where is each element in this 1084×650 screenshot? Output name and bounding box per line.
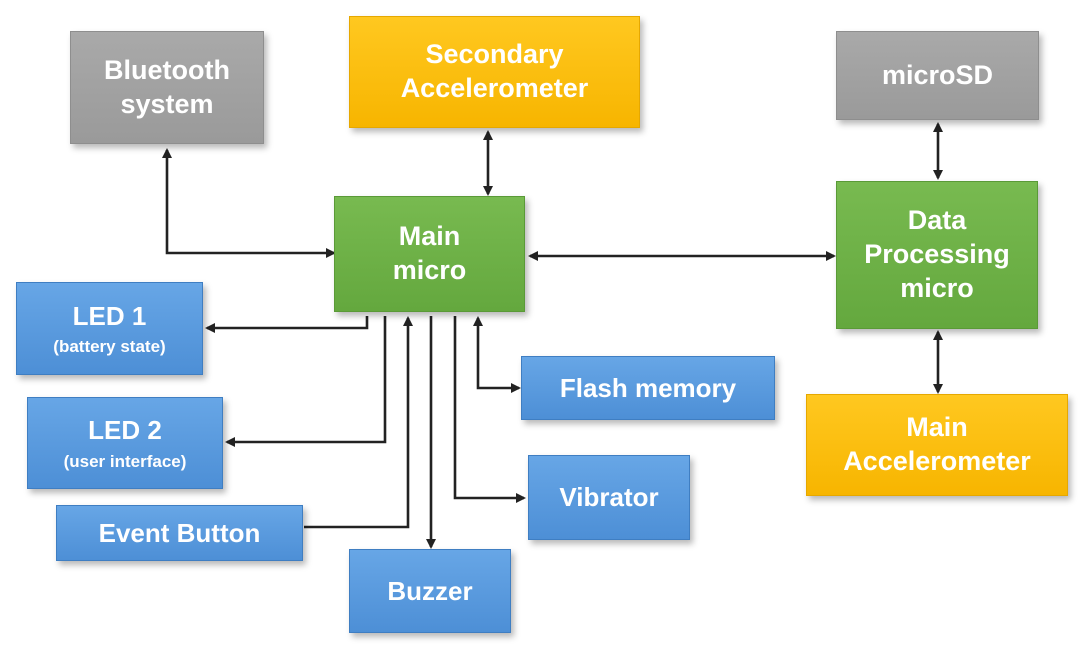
arrow-event-button-main — [304, 316, 413, 529]
secondary-accelerometer-block: Secondary Accelerometer — [349, 16, 640, 128]
block-label: Data — [907, 205, 967, 236]
block-sublabel: (user interface) — [63, 451, 187, 471]
arrow-main-vibrator — [453, 316, 526, 503]
block-label: Main — [906, 412, 968, 443]
block-label: Event Button — [98, 517, 261, 548]
block-label: Processing — [864, 239, 1010, 270]
block-label: Main — [398, 221, 461, 252]
led2-block: LED 2 (user interface) — [27, 397, 223, 489]
buzzer-block: Buzzer — [349, 549, 511, 633]
bluetooth-system-block: Bluetooth system — [70, 31, 264, 144]
main-micro-block: Main micro — [334, 196, 525, 312]
arrow-main-led1 — [205, 316, 369, 333]
event-button-block: Event Button — [56, 505, 303, 561]
data-processing-micro-block: Data Processing micro — [836, 181, 1038, 329]
block-label: micro — [900, 272, 974, 303]
arrow-main-flash — [473, 316, 521, 393]
flash-memory-block: Flash memory — [521, 356, 775, 420]
block-label: LED 1 — [72, 300, 147, 331]
main-accelerometer-block: Main Accelerometer — [806, 394, 1068, 496]
block-label: microSD — [881, 59, 994, 90]
block-label: Accelerometer — [843, 446, 1031, 476]
block-label: Accelerometer — [400, 73, 589, 103]
block-label: Buzzer — [387, 575, 473, 606]
block-label: Flash memory — [559, 372, 737, 403]
block-label: LED 2 — [88, 415, 162, 446]
block-label: Secondary — [425, 39, 564, 70]
microsd-block: microSD — [836, 31, 1039, 120]
arrow-bluetooth-main — [162, 148, 336, 258]
vibrator-block: Vibrator — [528, 455, 690, 540]
block-sublabel: (battery state) — [53, 337, 166, 357]
block-label: Vibrator — [559, 482, 659, 513]
block-label: micro — [392, 255, 467, 285]
block-label: Bluetooth — [104, 54, 230, 85]
arrow-main-led2 — [225, 316, 387, 447]
block-label: system — [120, 88, 214, 119]
led1-block: LED 1 (battery state) — [16, 282, 203, 375]
